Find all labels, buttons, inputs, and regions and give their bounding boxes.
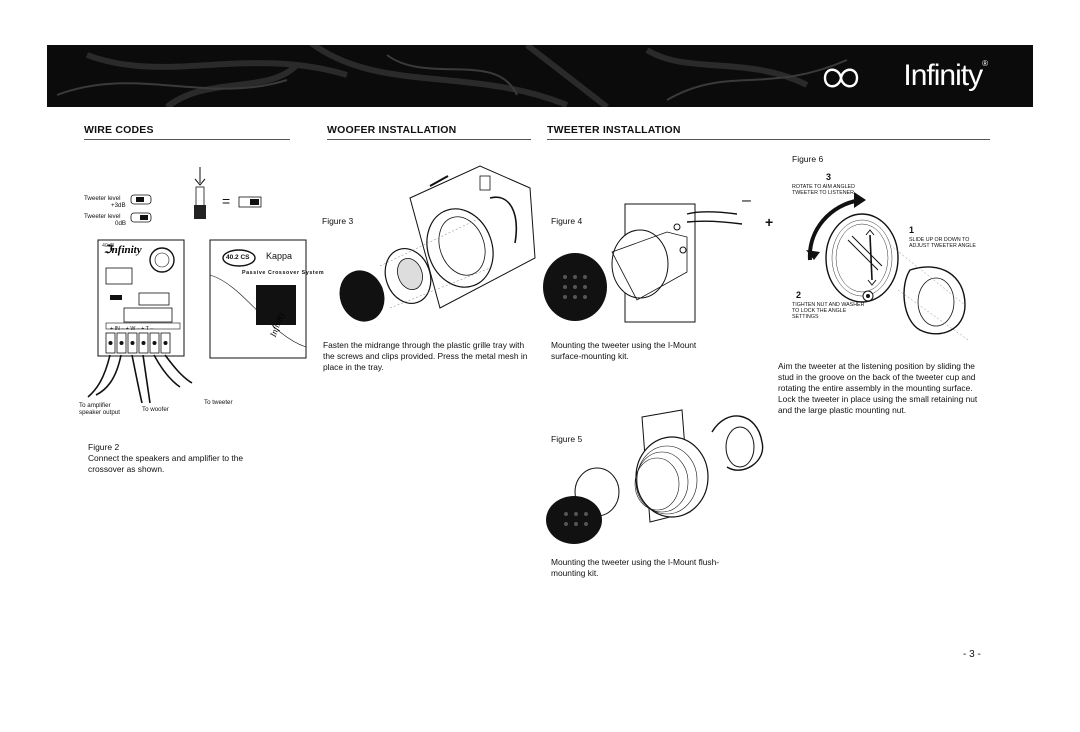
terminal-labels: + IN – + W – + T –	[110, 326, 154, 332]
to-amplifier-label: To amplifier speaker output	[79, 402, 120, 416]
page-number: - 3 -	[963, 649, 981, 660]
plus-terminal-label: +	[765, 214, 774, 230]
wire-codes-title: Wire Codes	[84, 124, 154, 136]
model-subtitle: Passive Crossover System	[242, 270, 325, 276]
tweeter-rule	[547, 139, 990, 140]
figure-5-caption: Mounting the tweeter using the I-Mount f…	[551, 557, 720, 578]
step-2-text: TIGHTEN NUT AND WASHER TO LOCK THE ANGLE…	[792, 302, 865, 320]
figure-3-woofer-diagram	[339, 165, 536, 322]
figure-4-caption: Mounting the tweeter using the I-Mount s…	[551, 340, 697, 361]
figure-6-caption: Aim the tweeter at the listening positio…	[778, 361, 978, 415]
figure-5-label: Figure 5	[551, 434, 583, 444]
infinity-logo-icon	[823, 68, 859, 88]
level-zero-label: 0dB	[115, 220, 127, 227]
figure-4-label: Figure 4	[551, 216, 583, 226]
step-2-number: 2	[796, 290, 802, 300]
figure-4-surface-mount-diagram	[543, 203, 743, 323]
woofer-rule	[327, 139, 531, 140]
header-banner: Infinity®	[47, 45, 1033, 107]
step-3-text: ROTATE TO AIM ANGLED TWEETER TO LISTENER	[792, 184, 855, 196]
brand-logo-text: Infinity®	[903, 59, 988, 92]
tweeter-installation-title: Tweeter Installation	[547, 124, 681, 136]
model-name: Kappa	[266, 251, 293, 261]
switch-icon	[130, 194, 152, 205]
step-3-number: 3	[826, 172, 832, 182]
figure-2-label: Figure 2	[88, 442, 120, 452]
step-1-number: 1	[909, 225, 915, 235]
to-tweeter-label: To tweeter	[204, 399, 233, 406]
to-woofer-label: To woofer	[142, 406, 169, 413]
step-1-text: SLIDE UP OR DOWN TO ADJUST TWEETER ANGLE	[909, 237, 976, 249]
down-arrow-icon	[194, 167, 206, 186]
figure-6-label: Figure 6	[792, 154, 824, 164]
switch-icon	[130, 212, 152, 223]
minus-terminal-label: –	[742, 192, 751, 209]
figure-3-label: Figure 3	[322, 216, 354, 226]
banner-texture	[56, 45, 848, 107]
tweeter-level-label-2: Tweeter level	[84, 213, 121, 220]
board-brand-logo: ℑnfinity	[104, 244, 142, 256]
figure-6-angle-adjust-diagram	[806, 192, 969, 341]
figure-3-caption: Fasten the midrange through the plastic …	[323, 340, 528, 372]
board-small-label: 40dB	[102, 243, 115, 249]
model-badge: 40.2 CS	[226, 254, 250, 261]
figure-2-caption: Connect the speakers and amplifier to th…	[88, 453, 244, 474]
level-plus-label: +3dB	[111, 202, 126, 209]
woofer-installation-title: Woofer Installation	[327, 124, 457, 136]
tweeter-level-label-1: Tweeter level	[84, 195, 121, 202]
equals-sign: =	[222, 193, 231, 209]
figure-2-crossover-diagram: ℑnfinity Infinity	[87, 167, 307, 404]
figure-5-flush-mount-diagram	[546, 409, 764, 544]
wire-codes-rule	[84, 139, 290, 140]
